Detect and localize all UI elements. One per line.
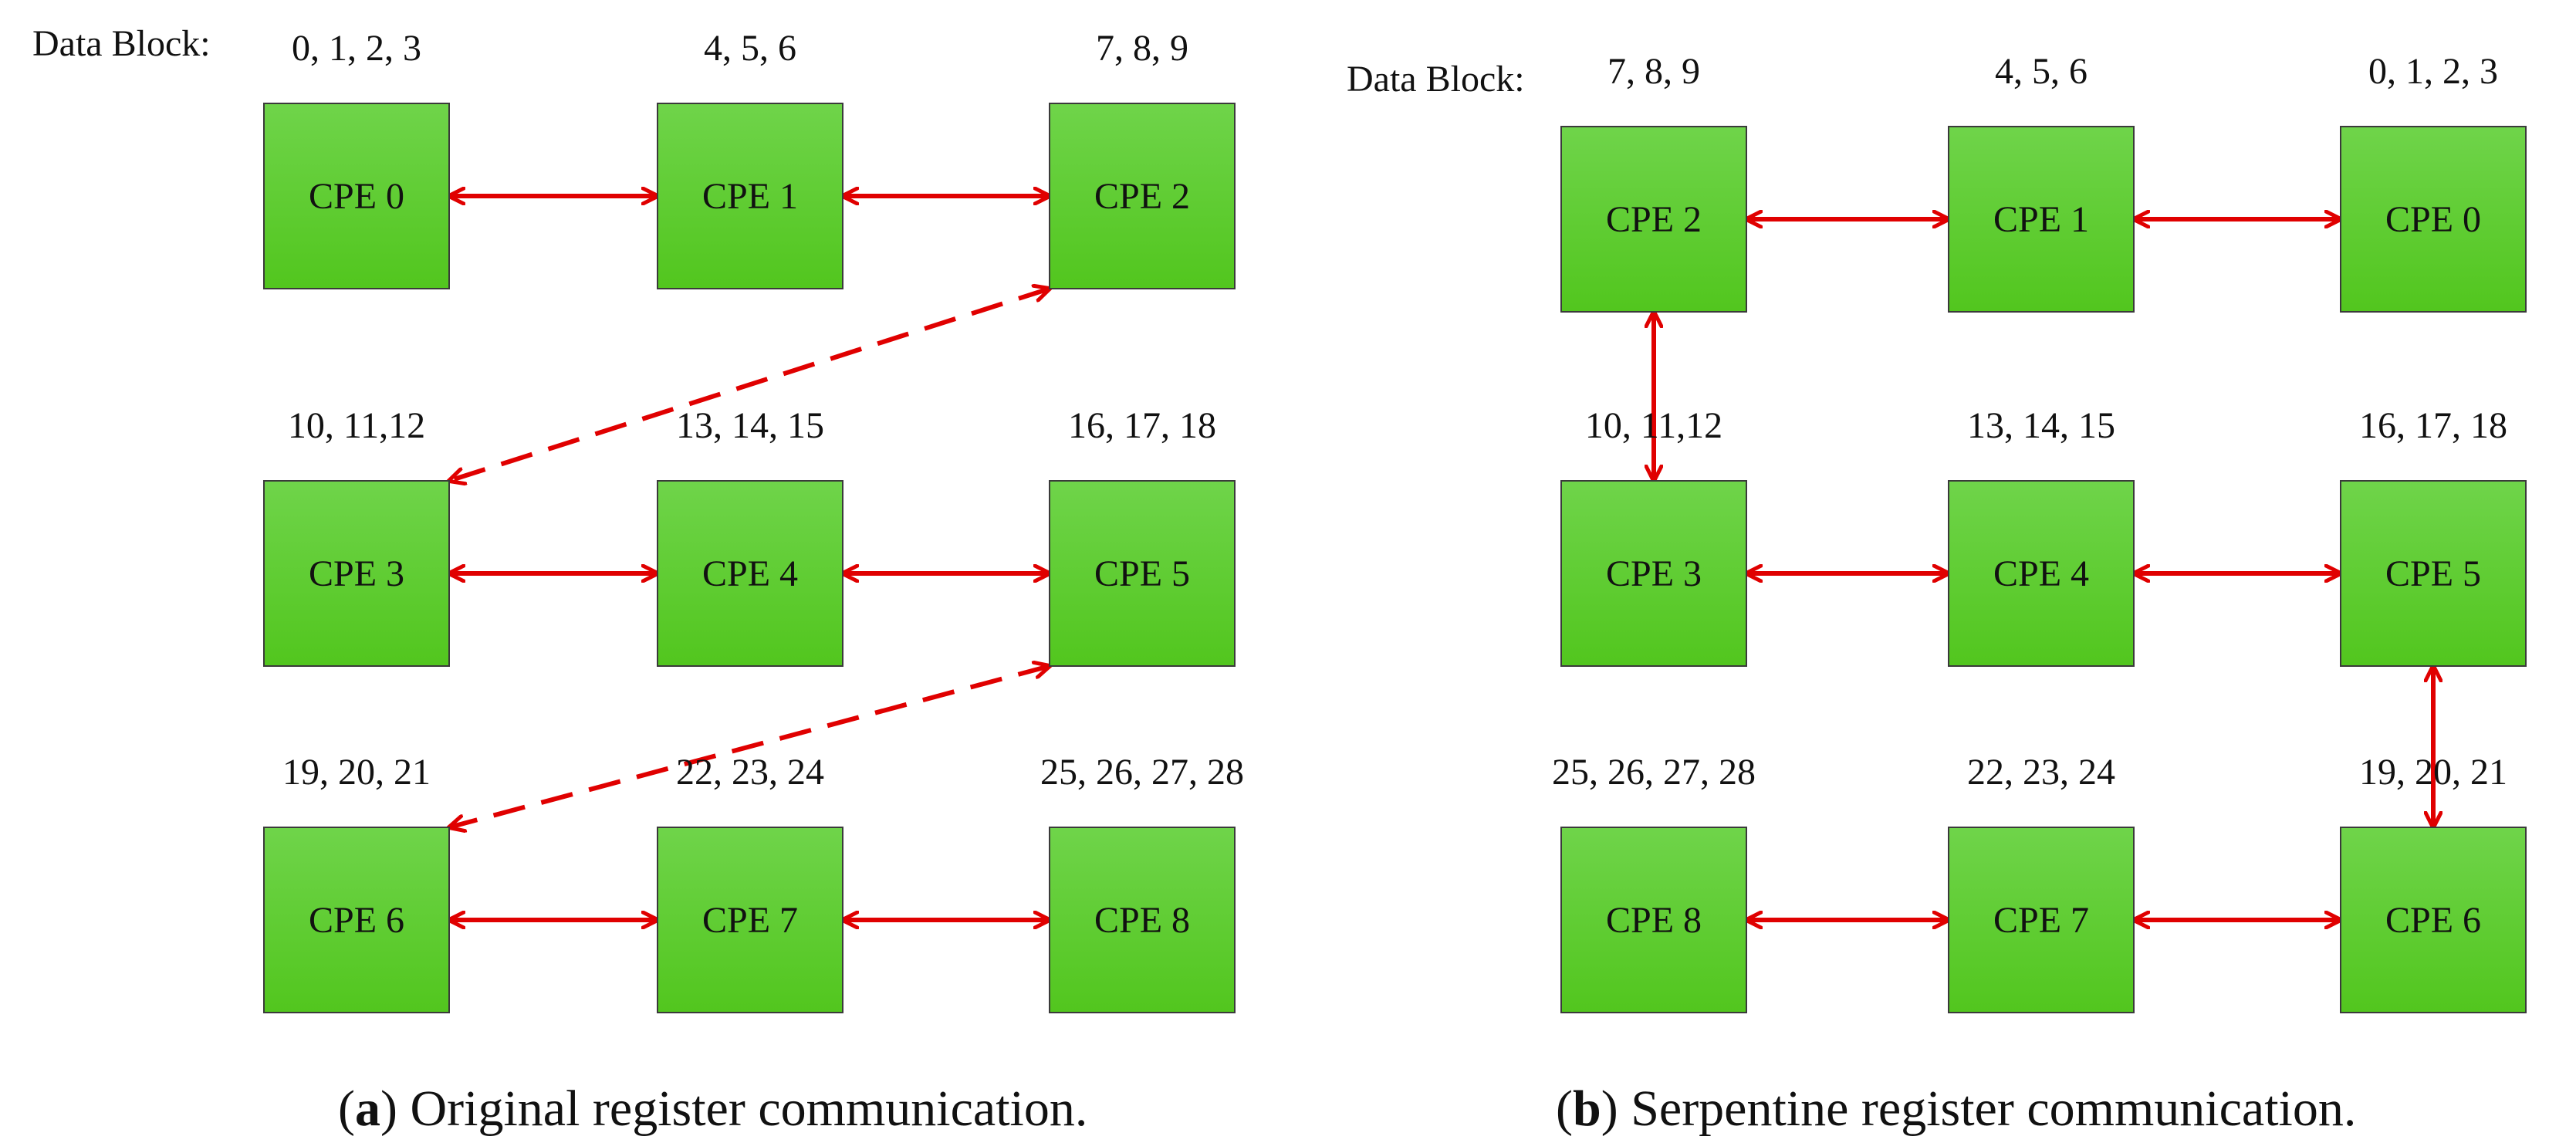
- cpe-box: [1560, 126, 1747, 313]
- cpe-label: CPE 5: [1094, 553, 1190, 594]
- cpe-box: [1049, 103, 1236, 289]
- arrow-cpe-3-to-cpe-2: [449, 289, 1050, 481]
- cpe-label: CPE 3: [309, 553, 404, 594]
- panel-b-node-cpe-2: CPE 2 7, 8, 9: [1560, 51, 1747, 313]
- cpe-box: [1560, 480, 1747, 667]
- panel-a-node-cpe-1: CPE 1 4, 5, 6: [657, 28, 843, 289]
- cpe-label: CPE 0: [2385, 199, 2481, 240]
- data-block-values: 4, 5, 6: [704, 28, 796, 69]
- cpe-label: CPE 1: [702, 176, 798, 217]
- cpe-box: [263, 480, 450, 667]
- panel-b-node-cpe-3: CPE 3 10, 11,12: [1560, 405, 1747, 667]
- panel-b-node-cpe-6: CPE 6 19, 20, 21: [2340, 752, 2527, 1013]
- arrow-cpe-6-to-cpe-5: [449, 666, 1050, 827]
- data-block-values: 25, 26, 27, 28: [1040, 752, 1244, 793]
- panel-a-node-cpe-8: CPE 8 25, 26, 27, 28: [1040, 752, 1244, 1013]
- panel-a-node-cpe-5: CPE 5 16, 17, 18: [1049, 405, 1236, 667]
- panel-a-node-cpe-2: CPE 2 7, 8, 9: [1049, 28, 1236, 289]
- data-block-values: 16, 17, 18: [2359, 405, 2507, 446]
- data-block-values: 7, 8, 9: [1607, 51, 1700, 92]
- panel-b-node-cpe-1: CPE 1 4, 5, 6: [1948, 51, 2135, 313]
- cpe-box: [2340, 126, 2527, 313]
- panel-a-caption: (a) Original register communication.: [338, 1080, 1087, 1137]
- cpe-box: [263, 103, 450, 289]
- cpe-box: [657, 480, 843, 667]
- cpe-label: CPE 2: [1606, 199, 1702, 240]
- data-block-values: 0, 1, 2, 3: [292, 28, 421, 69]
- data-block-values: 10, 11,12: [288, 405, 425, 446]
- cpe-box: [1049, 480, 1236, 667]
- panel-a-node-cpe-3: CPE 3 10, 11,12: [263, 405, 450, 667]
- panel-a-node-cpe-4: CPE 4 13, 14, 15: [657, 405, 843, 667]
- cpe-box: [1049, 827, 1236, 1013]
- panel-a-caption-letter: a: [355, 1080, 380, 1137]
- panel-a-node-cpe-6: CPE 6 19, 20, 21: [263, 752, 450, 1013]
- data-block-values: 19, 20, 21: [2359, 752, 2507, 793]
- panel-a-node-cpe-0: CPE 0 0, 1, 2, 3: [263, 28, 450, 289]
- data-block-values: 16, 17, 18: [1068, 405, 1216, 446]
- panel-a-data-block-label: Data Block:: [32, 23, 211, 64]
- cpe-box: [2340, 480, 2527, 667]
- cpe-box: [1948, 126, 2135, 313]
- data-block-values: 25, 26, 27, 28: [1552, 752, 1756, 793]
- data-block-values: 19, 20, 21: [282, 752, 431, 793]
- data-block-values: 0, 1, 2, 3: [2368, 51, 2498, 92]
- cpe-box: [1560, 827, 1747, 1013]
- cpe-label: CPE 8: [1094, 900, 1190, 941]
- cpe-label: CPE 1: [1993, 199, 2089, 240]
- panel-b-node-cpe-5: CPE 5 16, 17, 18: [2340, 405, 2527, 667]
- cpe-label: CPE 6: [309, 900, 404, 941]
- cpe-box: [2340, 827, 2527, 1013]
- data-block-values: 13, 14, 15: [676, 405, 824, 446]
- panel-b-caption-letter: b: [1573, 1080, 1601, 1137]
- cpe-box: [263, 827, 450, 1013]
- panel-b-caption-text: Serpentine register communication.: [1618, 1080, 2357, 1137]
- panel-b-node-cpe-8: CPE 8 25, 26, 27, 28: [1552, 752, 1756, 1013]
- panel-b-node-cpe-7: CPE 7 22, 23, 24: [1948, 752, 2135, 1013]
- data-block-values: 22, 23, 24: [676, 752, 824, 793]
- cpe-label: CPE 5: [2385, 553, 2481, 594]
- panel-a-edges: [449, 196, 1050, 920]
- data-block-values: 13, 14, 15: [1967, 405, 2115, 446]
- panel-b-data-block-label: Data Block:: [1347, 59, 1525, 100]
- panel-a-caption-text: Original register communication.: [397, 1080, 1087, 1137]
- cpe-label: CPE 4: [1993, 553, 2089, 594]
- panel-b-edges: [1654, 219, 2433, 920]
- cpe-label: CPE 3: [1606, 553, 1702, 594]
- data-block-values: 10, 11,12: [1585, 405, 1722, 446]
- data-block-values: 7, 8, 9: [1096, 28, 1188, 69]
- cpe-label: CPE 7: [1993, 900, 2089, 941]
- cpe-box: [657, 103, 843, 289]
- cpe-label: CPE 0: [309, 176, 404, 217]
- data-block-values: 4, 5, 6: [1995, 51, 2088, 92]
- panel-a-node-cpe-7: CPE 7 22, 23, 24: [657, 752, 843, 1013]
- panel-b-node-cpe-4: CPE 4 13, 14, 15: [1948, 405, 2135, 667]
- panel-b-caption: (b) Serpentine register communication.: [1556, 1080, 2356, 1137]
- data-block-values: 22, 23, 24: [1967, 752, 2115, 793]
- cpe-box: [1948, 827, 2135, 1013]
- cpe-label: CPE 8: [1606, 900, 1702, 941]
- cpe-label: CPE 2: [1094, 176, 1190, 217]
- cpe-box: [657, 827, 843, 1013]
- cpe-label: CPE 4: [702, 553, 798, 594]
- cpe-label: CPE 7: [702, 900, 798, 941]
- cpe-label: CPE 6: [2385, 900, 2481, 941]
- cpe-box: [1948, 480, 2135, 667]
- panel-b-node-cpe-0: CPE 0 0, 1, 2, 3: [2340, 51, 2527, 313]
